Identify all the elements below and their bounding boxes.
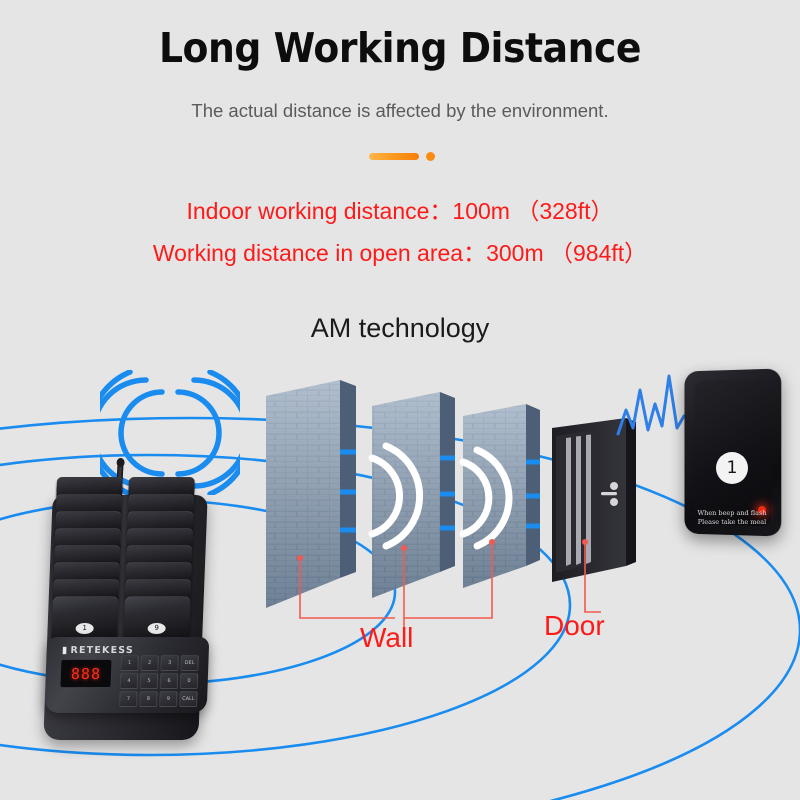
- divider-bar: [369, 153, 419, 160]
- wall-pointer-bracket: [299, 542, 493, 630]
- page-subtitle: The actual distance is affected by the e…: [191, 100, 609, 121]
- key-2[interactable]: 2: [140, 655, 159, 671]
- key-5[interactable]: 5: [139, 673, 159, 689]
- coaster-badge-number: 1: [75, 623, 94, 634]
- accent-divider: [0, 148, 800, 166]
- keypad[interactable]: 1 2 3 DEL 4 5 6 0 7 8 9 CALL: [119, 655, 199, 707]
- receiver-number: 1: [716, 452, 748, 484]
- obstacle-diagram: [266, 374, 694, 630]
- door-label: Door: [544, 610, 605, 641]
- spec-indoor-distance: Indoor working distance：100m （328ft）: [186, 198, 614, 224]
- key-7[interactable]: 7: [119, 691, 138, 707]
- key-6[interactable]: 6: [159, 673, 179, 689]
- wall-1: [266, 380, 356, 608]
- receiver-instruction: When beep and flash Please take the meal: [683, 509, 781, 527]
- wall-label: Wall: [360, 622, 414, 653]
- wall-3: [463, 404, 540, 588]
- display-digits: 888: [70, 664, 102, 683]
- transmit-signal-arcs-icon: [100, 370, 240, 495]
- transmitter-device[interactable]: 1 9 ▮RETEKESS 888 1: [40, 455, 220, 745]
- receiver-pager[interactable]: 1 When beep and flash Please take the me…: [683, 368, 782, 537]
- key-9[interactable]: 9: [159, 691, 178, 707]
- wall-2: [372, 392, 455, 598]
- receiver-instruction-line1: When beep and flash: [697, 509, 767, 517]
- key-0[interactable]: 0: [179, 673, 199, 689]
- spec-open-area-distance: Working distance in open area：300m （984f…: [152, 240, 648, 266]
- technology-label: AM technology: [310, 313, 490, 343]
- key-del[interactable]: DEL: [180, 655, 199, 671]
- key-call[interactable]: CALL: [179, 691, 198, 707]
- coaster-pager-stack: 1 9: [51, 477, 201, 645]
- key-1[interactable]: 1: [120, 655, 139, 671]
- receiver-waveform-icon: [616, 374, 694, 436]
- key-4[interactable]: 4: [119, 673, 139, 689]
- led-indicator-icon: [758, 506, 766, 514]
- coaster-column-right: 9: [123, 477, 195, 645]
- numeric-display: 888: [59, 659, 113, 688]
- receiver-instruction-line2: Please take the meal: [697, 518, 767, 526]
- coaster-badge-number: 9: [147, 623, 166, 634]
- page-title: Long Working Distance: [158, 24, 642, 72]
- key-3[interactable]: 3: [160, 655, 179, 671]
- door-pointer-bracket: [584, 542, 601, 613]
- door: [552, 418, 636, 582]
- coaster-column-left: 1: [51, 477, 123, 645]
- key-8[interactable]: 8: [139, 691, 158, 707]
- brand-mark-icon: ▮: [61, 645, 69, 656]
- divider-dot: [426, 152, 435, 161]
